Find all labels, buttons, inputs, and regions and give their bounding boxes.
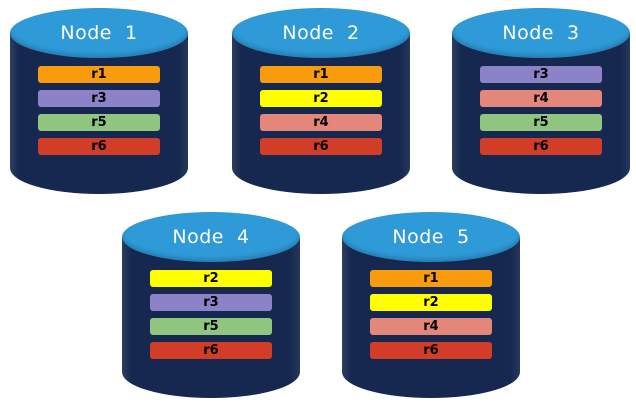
node-cylinder-1[interactable]: Node 1 r1 r3 r5 r6	[10, 8, 188, 194]
shard-bar-r4[interactable]: r4	[260, 114, 382, 131]
shard-stack: r1 r3 r5 r6	[38, 66, 160, 155]
cylinder-body	[342, 237, 520, 398]
shard-stack: r3 r4 r5 r6	[480, 66, 602, 155]
cylinder-body	[122, 237, 300, 398]
shard-stack: r1 r2 r4 r6	[260, 66, 382, 155]
cylinder-body	[10, 33, 188, 194]
shard-bar-r2[interactable]: r2	[370, 294, 492, 311]
shard-bar-r2[interactable]: r2	[150, 270, 272, 287]
shard-bar-r4[interactable]: r4	[370, 318, 492, 335]
shard-bar-r6[interactable]: r6	[480, 138, 602, 155]
shard-bar-r3[interactable]: r3	[480, 66, 602, 83]
node-label: Node 4	[172, 226, 250, 248]
node-label: Node 1	[60, 22, 138, 44]
shard-bar-r5[interactable]: r5	[480, 114, 602, 131]
node-cylinder-2[interactable]: Node 2 r1 r2 r4 r6	[232, 8, 410, 194]
shard-bar-r6[interactable]: r6	[38, 138, 160, 155]
cylinder-body	[452, 33, 630, 194]
cylinder-body	[232, 33, 410, 194]
node-label: Node 5	[392, 226, 470, 248]
node-cylinder-4[interactable]: Node 4 r2 r3 r5 r6	[122, 212, 300, 398]
cylinder-top-ellipse	[452, 8, 630, 58]
cylinder-top-ellipse	[122, 212, 300, 262]
shard-bar-r1[interactable]: r1	[38, 66, 160, 83]
shard-bar-r1[interactable]: r1	[260, 66, 382, 83]
shard-bar-r1[interactable]: r1	[370, 270, 492, 287]
node-label: Node 2	[282, 22, 360, 44]
cylinder-top-ellipse	[10, 8, 188, 58]
shard-bar-r6[interactable]: r6	[260, 138, 382, 155]
node-cylinder-5[interactable]: Node 5 r1 r2 r4 r6	[342, 212, 520, 398]
node-cylinder-3[interactable]: Node 3 r3 r4 r5 r6	[452, 8, 630, 194]
shard-stack: r1 r2 r4 r6	[370, 270, 492, 359]
shard-bar-r6[interactable]: r6	[370, 342, 492, 359]
cylinder-top-ellipse	[232, 8, 410, 58]
cylinder-top-ellipse	[342, 212, 520, 262]
shard-bar-r3[interactable]: r3	[38, 90, 160, 107]
shard-bar-r5[interactable]: r5	[150, 318, 272, 335]
shard-bar-r3[interactable]: r3	[150, 294, 272, 311]
shard-bar-r2[interactable]: r2	[260, 90, 382, 107]
node-label: Node 3	[502, 22, 580, 44]
shard-bar-r5[interactable]: r5	[38, 114, 160, 131]
shard-bar-r6[interactable]: r6	[150, 342, 272, 359]
shard-stack: r2 r3 r5 r6	[150, 270, 272, 359]
shard-bar-r4[interactable]: r4	[480, 90, 602, 107]
